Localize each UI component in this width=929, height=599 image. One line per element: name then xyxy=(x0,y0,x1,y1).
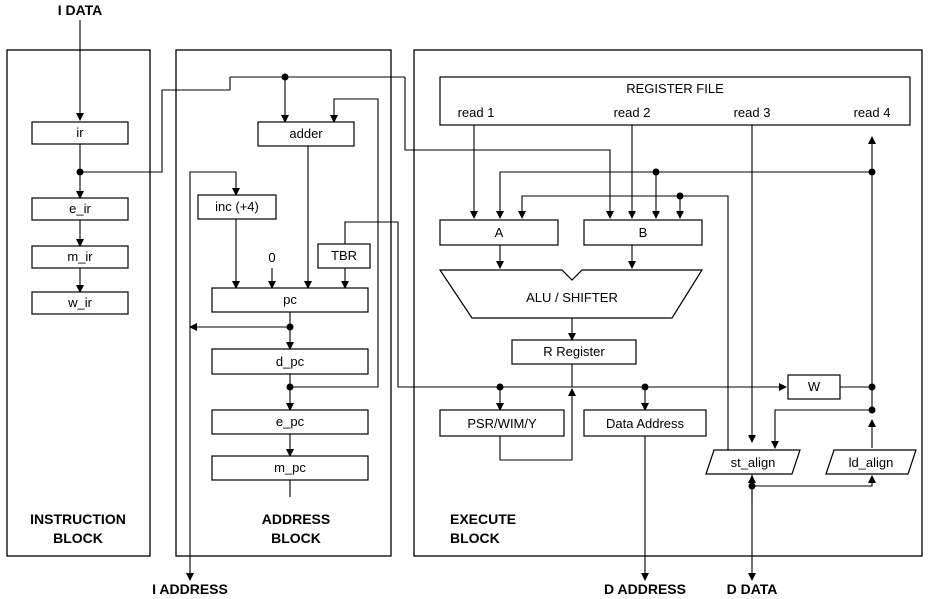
register-file xyxy=(439,76,911,126)
m-ir-label: m_ir xyxy=(67,249,93,264)
data-address-label: Data Address xyxy=(606,416,685,431)
i-address-label: I ADDRESS xyxy=(152,581,228,597)
e-ir-register xyxy=(31,197,129,221)
e-ir-label: e_ir xyxy=(69,201,91,216)
pc-register xyxy=(211,287,369,313)
data-address-register xyxy=(583,409,707,437)
pc-label: pc xyxy=(283,292,297,307)
e-pc-register xyxy=(211,409,369,435)
instruction-block-title-1: INSTRUCTION xyxy=(30,511,126,527)
psr-wim-y-register xyxy=(439,409,565,437)
d-address-label: D ADDRESS xyxy=(604,581,686,597)
w-label: W xyxy=(808,379,821,394)
a-register xyxy=(439,219,559,246)
alu-label: ALU / SHIFTER xyxy=(526,290,618,305)
r-register-label: R Register xyxy=(543,344,605,359)
m-pc-register xyxy=(211,455,369,481)
d-pc-label: d_pc xyxy=(276,354,305,369)
address-block-title-1: ADDRESS xyxy=(262,511,330,527)
d-pc-register xyxy=(211,348,369,375)
w-ir-register xyxy=(31,291,129,315)
ir-register xyxy=(31,121,129,145)
wires xyxy=(76,20,876,581)
execute-block-title-2: BLOCK xyxy=(450,530,500,546)
instruction-block-title-2: BLOCK xyxy=(53,530,103,546)
m-ir-register xyxy=(31,245,129,269)
e-pc-label: e_pc xyxy=(276,414,305,429)
adder-box xyxy=(257,121,355,147)
alu-shifter xyxy=(438,269,704,319)
d-data-label: D DATA xyxy=(727,581,778,597)
execute-block-title-1: EXECUTE xyxy=(450,511,516,527)
inc-label: inc (+4) xyxy=(215,199,259,214)
psr-label: PSR/WIM/Y xyxy=(467,416,537,431)
tbr-register xyxy=(317,243,371,269)
read-1-label: read 1 xyxy=(458,105,495,120)
m-pc-label: m_pc xyxy=(274,460,306,475)
b-register xyxy=(583,219,703,246)
read-2-label: read 2 xyxy=(614,105,651,120)
ld-align-label: ld_align xyxy=(849,455,894,470)
read-3-label: read 3 xyxy=(734,105,771,120)
junction-dots xyxy=(76,73,876,490)
w-ir-label: w_ir xyxy=(67,295,93,310)
adder-label: adder xyxy=(289,126,323,141)
i-data-label: I DATA xyxy=(58,2,103,18)
register-file-label: REGISTER FILE xyxy=(626,81,724,96)
address-block-title-2: BLOCK xyxy=(271,530,321,546)
tbr-label: TBR xyxy=(331,248,357,263)
inc-box xyxy=(197,194,277,220)
w-register xyxy=(787,374,841,400)
ir-label: ir xyxy=(76,125,84,140)
st-align-label: st_align xyxy=(731,455,776,470)
ld-align-box xyxy=(825,449,917,475)
a-label: A xyxy=(495,225,504,240)
zero-constant: 0 xyxy=(268,250,275,265)
read-4-label: read 4 xyxy=(854,105,891,120)
r-register xyxy=(511,339,637,365)
b-label: B xyxy=(639,225,648,240)
st-align-box xyxy=(705,449,801,475)
